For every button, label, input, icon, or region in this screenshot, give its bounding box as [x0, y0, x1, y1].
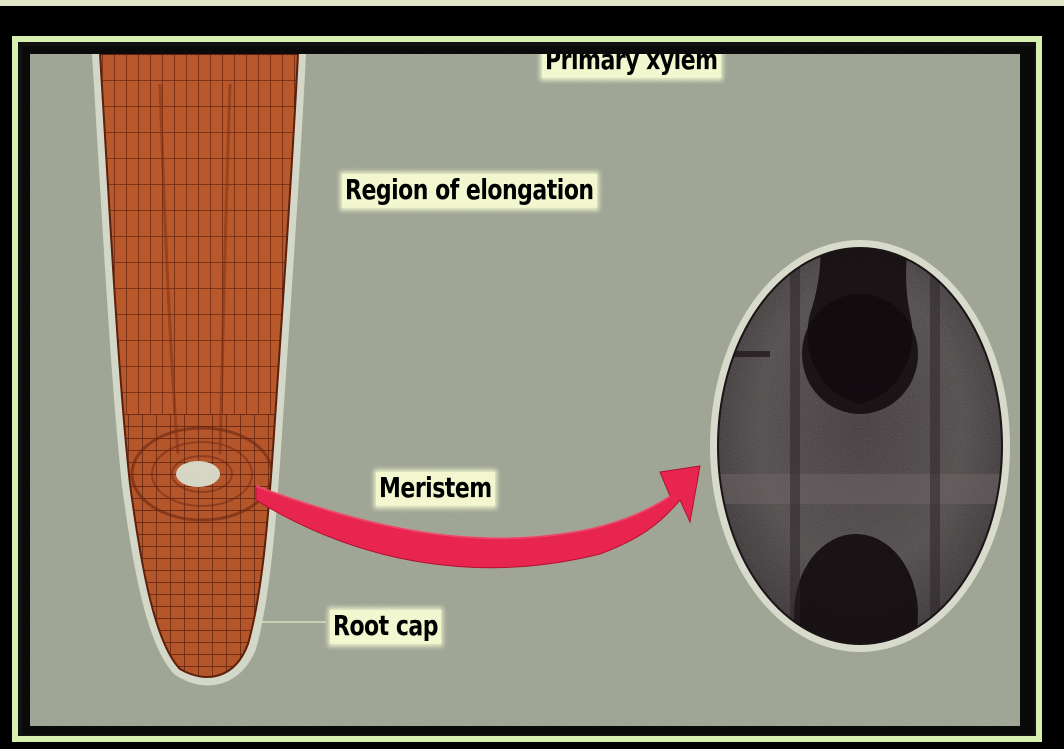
label-primary-xylem: Primary xylem — [542, 54, 721, 78]
label-meristem: Meristem — [376, 472, 495, 506]
top-strip — [0, 0, 1064, 6]
diagram-canvas — [30, 54, 1020, 726]
label-root-cap: Root cap — [330, 610, 441, 644]
label-region-of-elongation: Region of elongation — [342, 174, 597, 208]
root-tip-diagram: Primary xylem Region of elongation Meris… — [30, 54, 1020, 726]
